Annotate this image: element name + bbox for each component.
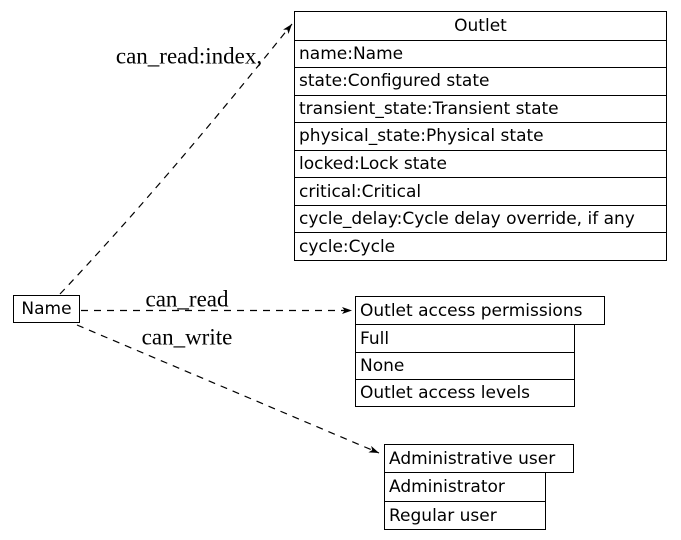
admin-row-administrator: Administrator [389,477,505,497]
edge-label-can-read-index: can_read:index, [115,43,263,69]
outlet-row-transient-state: transient_state:Transient state [295,94,666,123]
permissions-table-title: Outlet access permissions [355,296,605,325]
outlet-row-cycle: cycle:Cycle [295,232,666,260]
outlet-row-cycle-delay: cycle_delay:Cycle delay override, if any [295,204,666,233]
edge-label-can-write: can_write [141,324,233,350]
outlet-table-title: Outlet [454,15,507,36]
permissions-row-full: Full [360,328,390,349]
outlet-row-locked: locked:Lock state [295,149,666,178]
outlet-row-physical-state: physical_state:Physical state [295,122,666,150]
permissions-table: Full None Outlet access levels [355,324,575,407]
outlet-row-state: state:Configured state [295,67,666,95]
admin-row-regular-user: Regular user [385,501,545,529]
edge-label-can-read: can_read [145,286,229,312]
outlet-row-critical: critical:Critical [295,177,666,205]
node-name: Name [13,295,80,323]
permissions-row-levels: Outlet access levels [356,379,574,406]
admin-table: Administrator Regular user [384,472,546,530]
outlet-row-name: name:Name [295,39,666,68]
permissions-row-none: None [356,352,574,379]
admin-table-title: Administrative user [384,444,574,473]
outlet-table: Outlet name:Name state:Configured state … [294,11,667,261]
